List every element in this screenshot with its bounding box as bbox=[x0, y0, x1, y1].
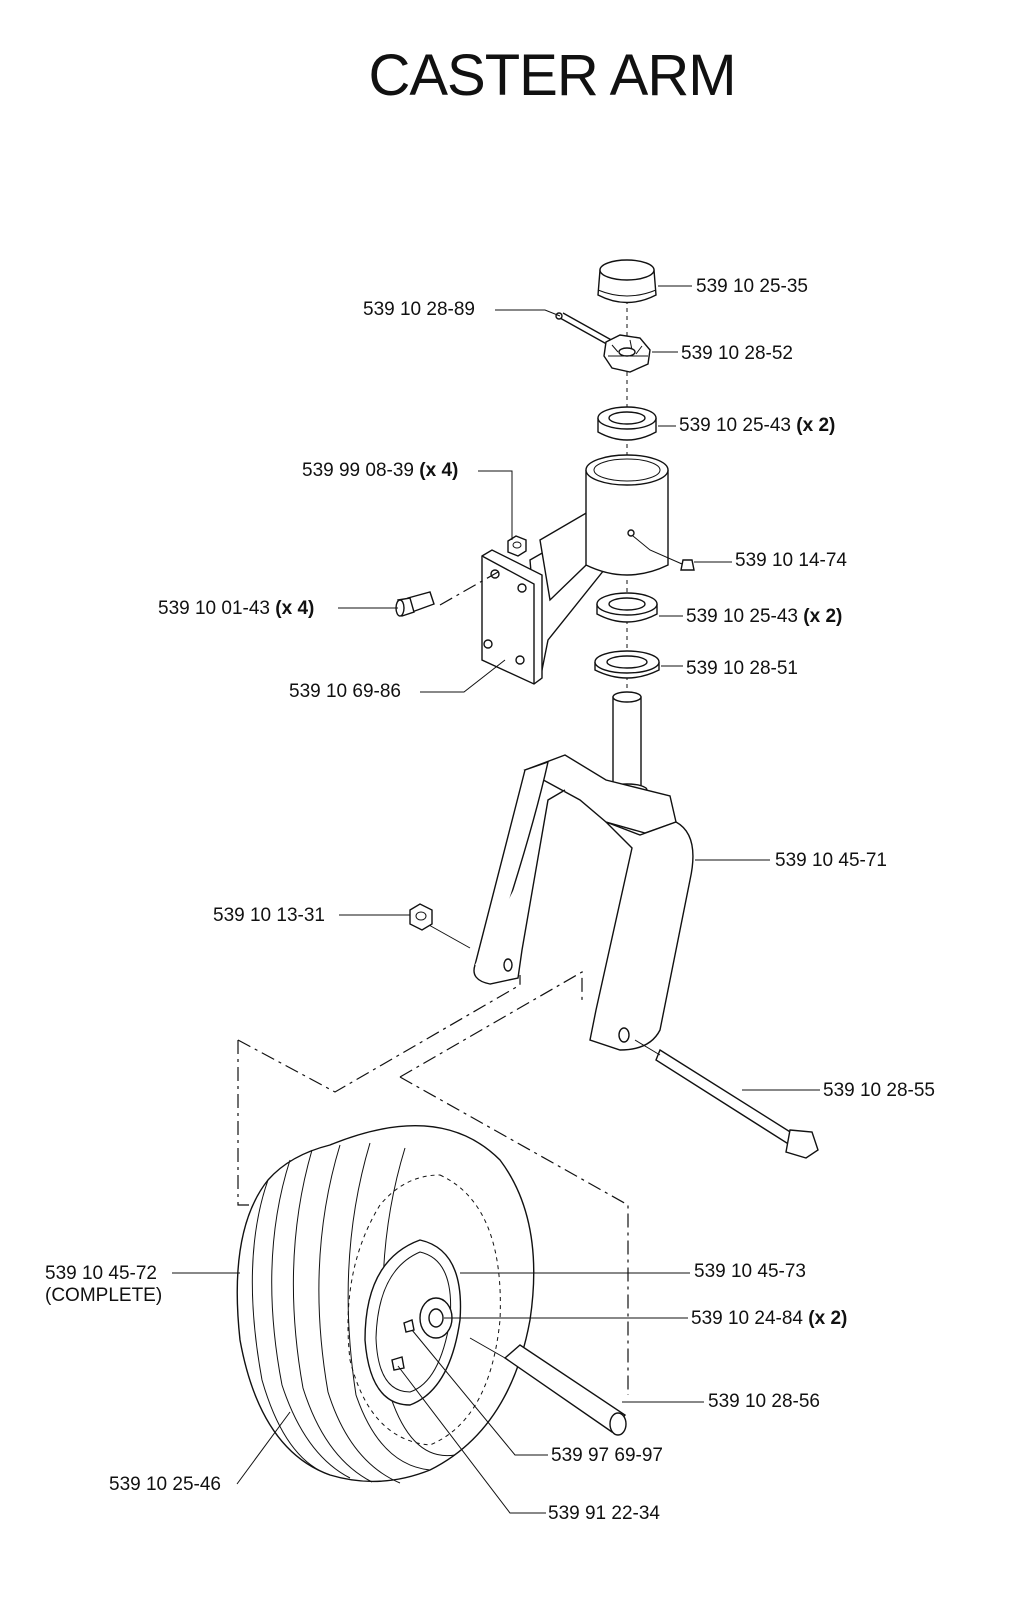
quantity: (x 4) bbox=[275, 598, 315, 619]
part-number: 539 10 01-43 bbox=[158, 598, 270, 619]
part-number: 539 10 25-43 bbox=[679, 415, 791, 436]
quantity: (x 2) bbox=[796, 415, 836, 436]
callout-seal: 539 10 28-51 bbox=[686, 658, 798, 679]
callout-wheel-complete: 539 10 45-72(COMPLETE) bbox=[45, 1263, 162, 1307]
axle-bolt-part bbox=[634, 1039, 819, 1159]
quantity: (x 2) bbox=[808, 1308, 848, 1329]
part-number: 539 10 25-43 bbox=[686, 606, 798, 627]
callout-tire: 539 10 25-46 bbox=[109, 1474, 221, 1495]
callout-mount-arm: 539 10 69-86 bbox=[289, 681, 401, 702]
part-number: 539 10 45-72 bbox=[45, 1263, 157, 1284]
quantity: (x 2) bbox=[803, 606, 843, 627]
callout-bolt: 539 10 01-43 (x 4) bbox=[158, 598, 314, 620]
callout-fitting-b: 539 91 22-34 bbox=[548, 1503, 660, 1524]
axle-nut-part bbox=[409, 903, 433, 931]
callout-fork: 539 10 45-71 bbox=[775, 850, 887, 871]
bolt-part bbox=[395, 591, 435, 617]
part-number: 539 10 24-84 bbox=[691, 1308, 803, 1329]
fork-part bbox=[419, 691, 694, 1051]
callout-axle-nut: 539 10 13-31 bbox=[213, 905, 325, 926]
callout-castle-nut: 539 10 28-52 bbox=[681, 343, 793, 364]
grease-cap-part bbox=[597, 259, 657, 304]
callout-bearing-top: 539 10 25-43 (x 2) bbox=[679, 415, 835, 437]
page-title: CASTER ARM bbox=[368, 43, 736, 108]
callout-bearing-bottom: 539 10 25-43 (x 2) bbox=[686, 606, 842, 628]
callout-rim: 539 10 45-73 bbox=[694, 1261, 806, 1282]
mount-arm-part bbox=[439, 454, 669, 685]
quantity: (x 4) bbox=[419, 460, 459, 481]
callout-spacer: 539 10 28-56 bbox=[708, 1391, 820, 1412]
callout-locknut: 539 99 08-39 (x 4) bbox=[302, 460, 458, 482]
callout-fitting-a: 539 97 69-97 bbox=[551, 1445, 663, 1466]
seal-part bbox=[594, 650, 660, 679]
callout-cotter-pin: 539 10 28-89 bbox=[363, 299, 475, 320]
complete-note: (COMPLETE) bbox=[45, 1285, 163, 1306]
callout-axle-bolt: 539 10 28-55 bbox=[823, 1080, 935, 1101]
callout-wheel-bearing: 539 10 24-84 (x 2) bbox=[691, 1308, 847, 1330]
grease-fitting-part bbox=[632, 535, 695, 571]
callout-grease-fitting: 539 10 14-74 bbox=[735, 550, 847, 571]
spacer-part bbox=[469, 1337, 627, 1436]
part-number: 539 99 08-39 bbox=[302, 460, 414, 481]
wheel-assembly bbox=[236, 1125, 535, 1484]
callout-grease-cap: 539 10 25-35 bbox=[696, 276, 808, 297]
top-bearing-part bbox=[597, 406, 657, 441]
castle-nut-part bbox=[603, 334, 651, 373]
bottom-bearing-part bbox=[596, 592, 658, 623]
